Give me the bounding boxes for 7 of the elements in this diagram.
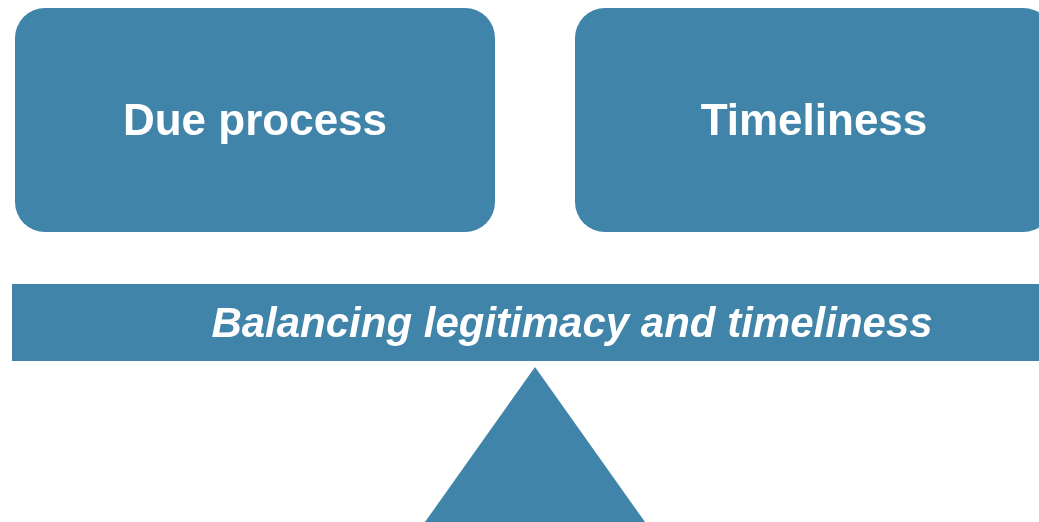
box-label: Due process bbox=[122, 95, 388, 145]
fulcrum-triangle bbox=[425, 367, 645, 522]
box-label: Timeliness bbox=[700, 95, 928, 145]
beam-label: Balancing legitimacy and timeliness bbox=[211, 298, 933, 347]
balance-beam bbox=[12, 284, 1039, 361]
rounded-box bbox=[15, 8, 495, 232]
rounded-box bbox=[575, 8, 1039, 232]
